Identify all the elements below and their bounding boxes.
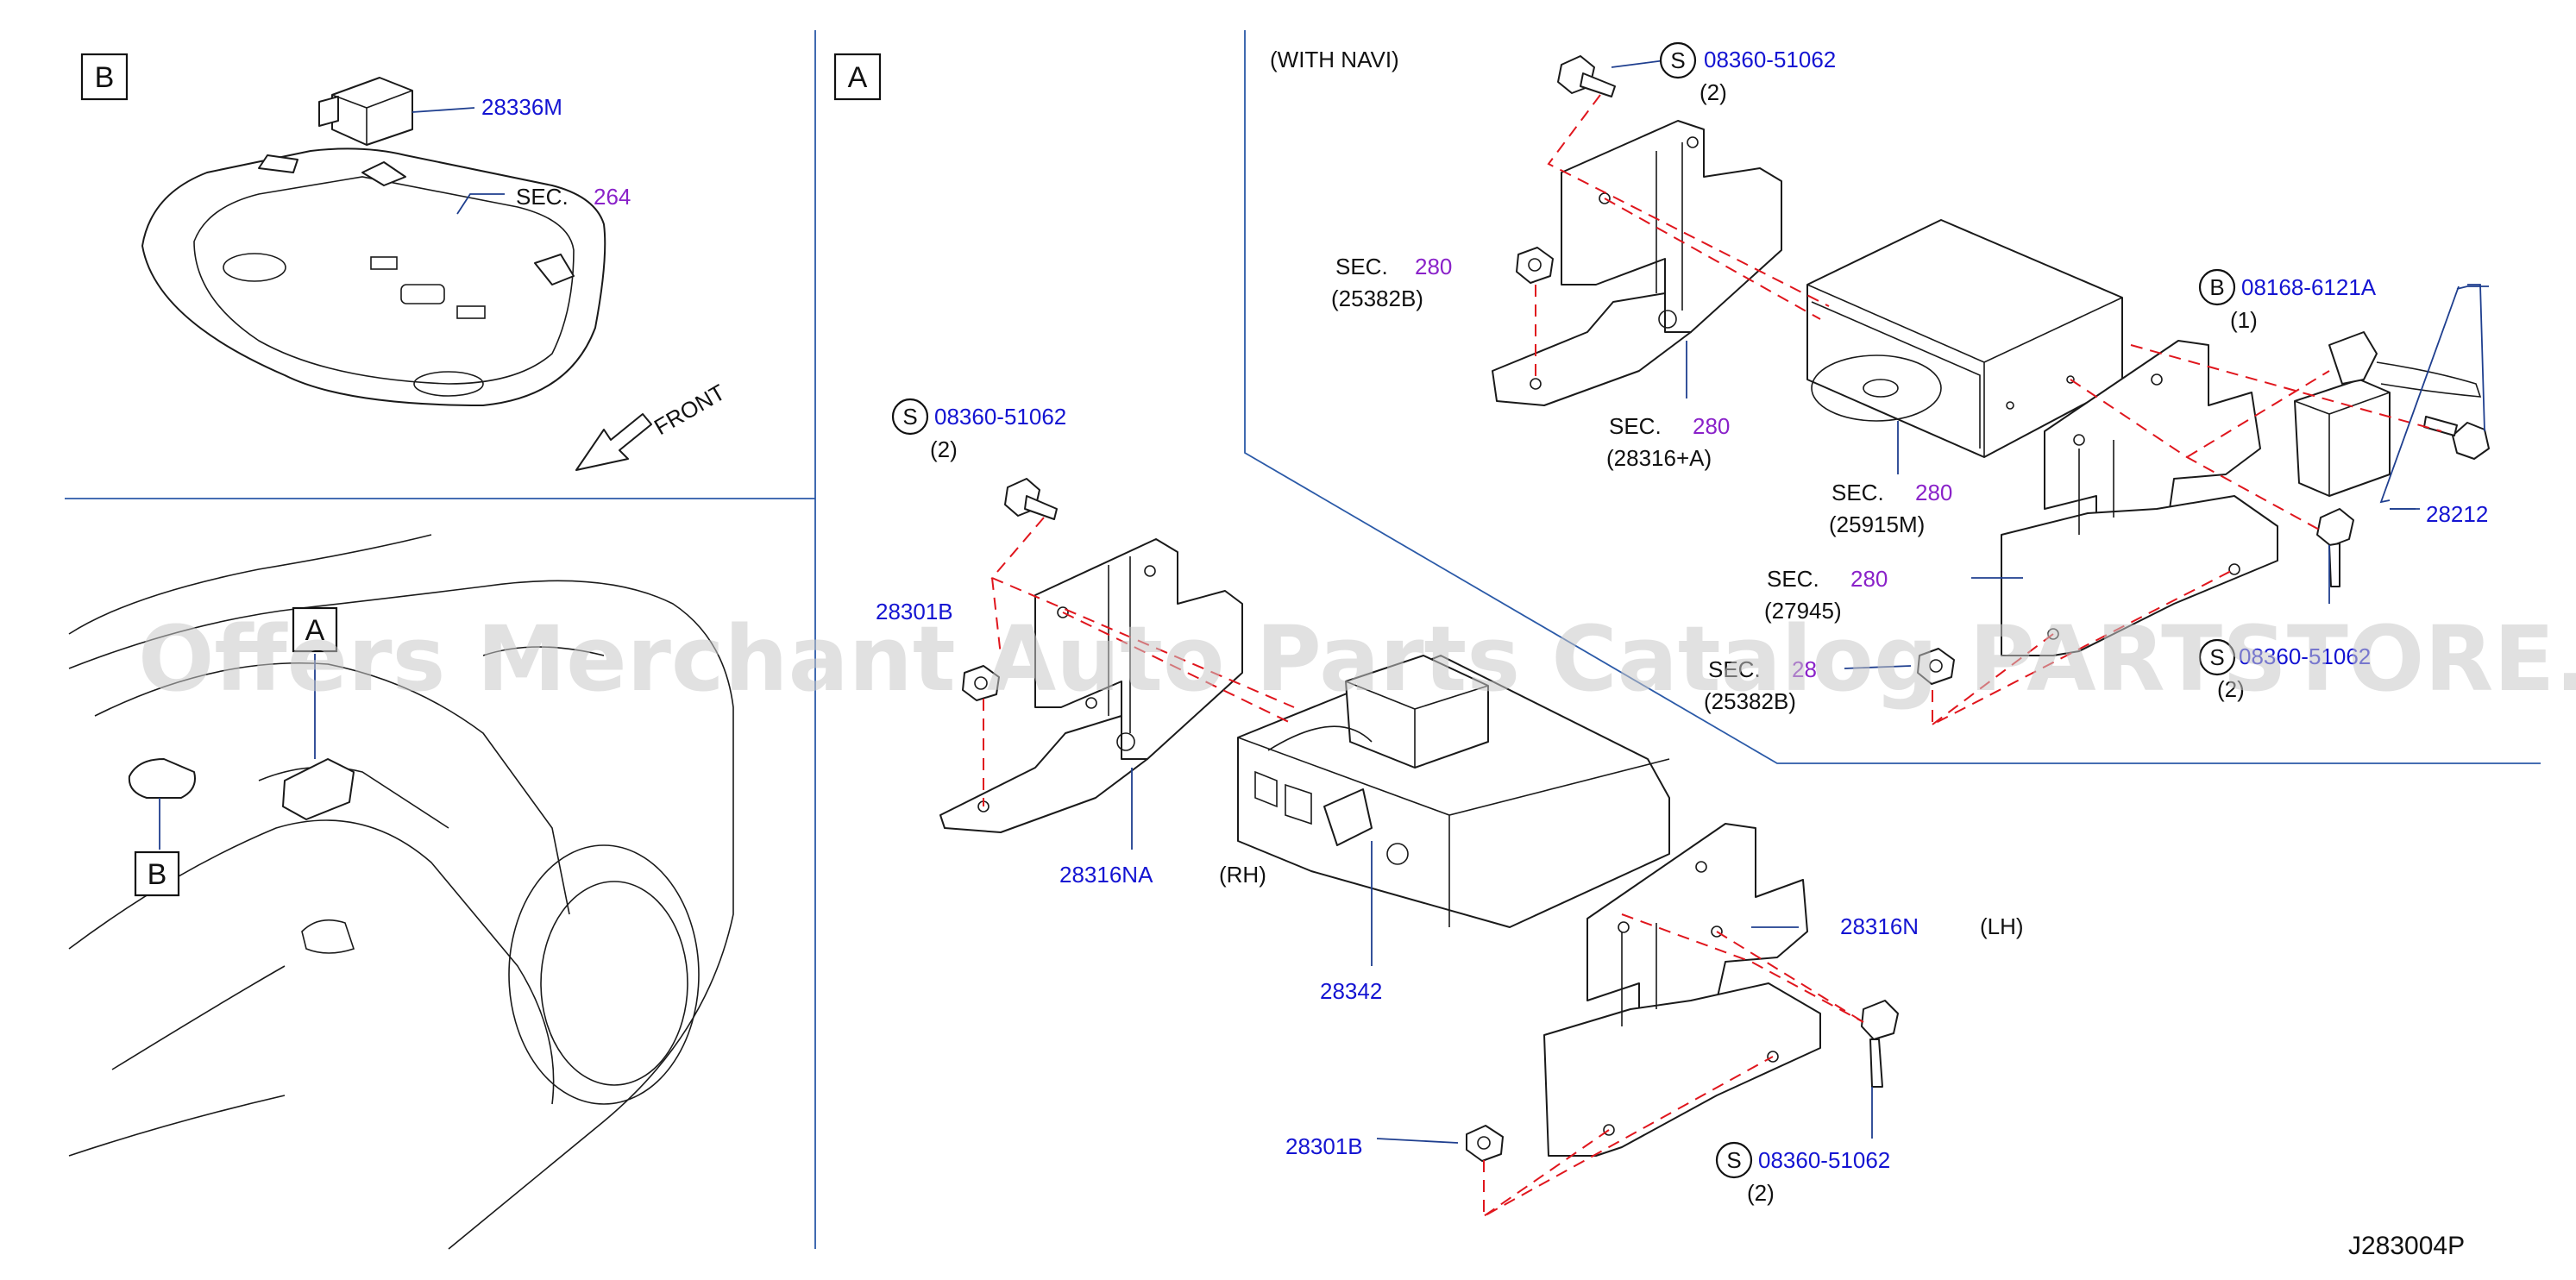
qty-bolt-b: (1)	[2230, 307, 2258, 333]
part-number-bolt-left[interactable]: 08360-51062	[934, 404, 1066, 430]
nut-icon	[962, 665, 1000, 701]
leader-sec264	[456, 193, 505, 215]
panel-label-b: B	[80, 53, 129, 101]
panel-label-a: A	[833, 53, 882, 101]
sec-280-number-d[interactable]: 280	[1850, 566, 1888, 592]
control-unit-28342	[1237, 655, 1670, 928]
sec-280-number-b[interactable]: 280	[1693, 413, 1730, 439]
svg-text:B: B	[95, 61, 115, 94]
frame-lines	[65, 30, 2541, 1249]
bolt-icon	[1004, 478, 1058, 520]
sec-280-label-d: SEC.	[1767, 566, 1819, 592]
svg-text:S: S	[1670, 47, 1685, 73]
part-number-28301B-top[interactable]: 28301B	[876, 599, 953, 624]
leader-lines	[1131, 60, 2489, 1144]
sec-280-label-e: SEC.	[1708, 656, 1761, 682]
s-marker: S	[2198, 638, 2236, 676]
watermark: Offers Merchant Auto Parts Catalog PARTS…	[138, 606, 2576, 712]
nut-icon	[1917, 648, 1955, 685]
qty-bolt-bottom: (2)	[1747, 1180, 1775, 1206]
sec-280-label-b: SEC.	[1609, 413, 1662, 439]
part-number-bolt-right[interactable]: 08360-51062	[2239, 643, 2371, 669]
qty-bolt-top: (2)	[1700, 79, 1727, 105]
svg-text:A: A	[305, 614, 325, 647]
module-28212	[2294, 331, 2482, 497]
bolt-icon	[2316, 508, 2354, 587]
part-number-bolt-bottom[interactable]: 08360-51062	[1758, 1147, 1890, 1173]
bolt-icon	[1557, 55, 1616, 97]
lh-label: (LH)	[1980, 913, 2024, 939]
front-arrow-icon	[575, 413, 652, 471]
sec-280-ref-d: (27945)	[1764, 598, 1842, 624]
part-number-bolt-b[interactable]: 08168-6121A	[2241, 274, 2377, 300]
part-number-bolt-top[interactable]: 08360-51062	[1704, 47, 1836, 72]
svg-text:S: S	[1726, 1147, 1741, 1173]
svg-text:B: B	[148, 858, 167, 891]
part-number-28342[interactable]: 28342	[1320, 978, 1382, 1004]
s-marker: S	[891, 398, 929, 436]
sec-264-label: SEC.	[516, 184, 569, 210]
with-navi-label: (WITH NAVI)	[1270, 47, 1399, 72]
part-number-28316N[interactable]: 28316N	[1840, 913, 1919, 939]
bracket-27945	[2001, 340, 2278, 656]
car-label-b: B	[134, 850, 180, 897]
sec-280-ref-a: (25382B)	[1331, 285, 1423, 311]
leader-28336M	[412, 107, 475, 113]
bolt-icon	[2423, 416, 2490, 460]
part-number-28212[interactable]: 28212	[2426, 501, 2488, 527]
sec-280-number-a[interactable]: 280	[1415, 254, 1452, 279]
qty-bolt-left: (2)	[930, 436, 958, 462]
nut-icon	[1466, 1125, 1504, 1162]
overhead-console	[141, 77, 606, 406]
s-marker: S	[1715, 1141, 1753, 1179]
part-number-28301B-bottom[interactable]: 28301B	[1285, 1133, 1363, 1159]
qty-bolt-right: (2)	[2217, 676, 2245, 702]
sec-264-number[interactable]: 264	[594, 184, 631, 210]
rh-label: (RH)	[1219, 862, 1266, 888]
part-number-28336M[interactable]: 28336M	[481, 94, 562, 120]
bolt-icon	[1861, 1000, 1899, 1088]
s-marker: S	[1659, 41, 1697, 79]
navi-unit	[1806, 219, 2123, 458]
sec-280-label-a: SEC.	[1335, 254, 1388, 279]
bracket-28316N	[1543, 823, 1821, 1157]
svg-text:S: S	[902, 404, 917, 430]
car-label-a: A	[292, 606, 338, 653]
front-label: FRONT	[650, 379, 730, 440]
svg-text:S: S	[2209, 644, 2224, 670]
assembly-lines	[983, 94, 2442, 1218]
drawing-code: J283004P	[2348, 1232, 2465, 1260]
svg-text:A: A	[848, 61, 868, 94]
b-marker: B	[2198, 268, 2236, 306]
svg-text:B: B	[2209, 274, 2224, 300]
sec-280-label-c: SEC.	[1831, 480, 1884, 505]
part-number-28316NA[interactable]: 28316NA	[1059, 862, 1153, 888]
sec-280-number-e[interactable]: 28	[1792, 656, 1817, 682]
sec-280-number-c[interactable]: 280	[1915, 480, 1952, 505]
sec-280-ref-c: (25915M)	[1829, 511, 1925, 537]
nut-icon	[1516, 247, 1554, 284]
car-body	[68, 534, 734, 1250]
sec-280-ref-e: (25382B)	[1704, 688, 1796, 714]
sec-280-ref-b: (28316+A)	[1606, 445, 1712, 471]
